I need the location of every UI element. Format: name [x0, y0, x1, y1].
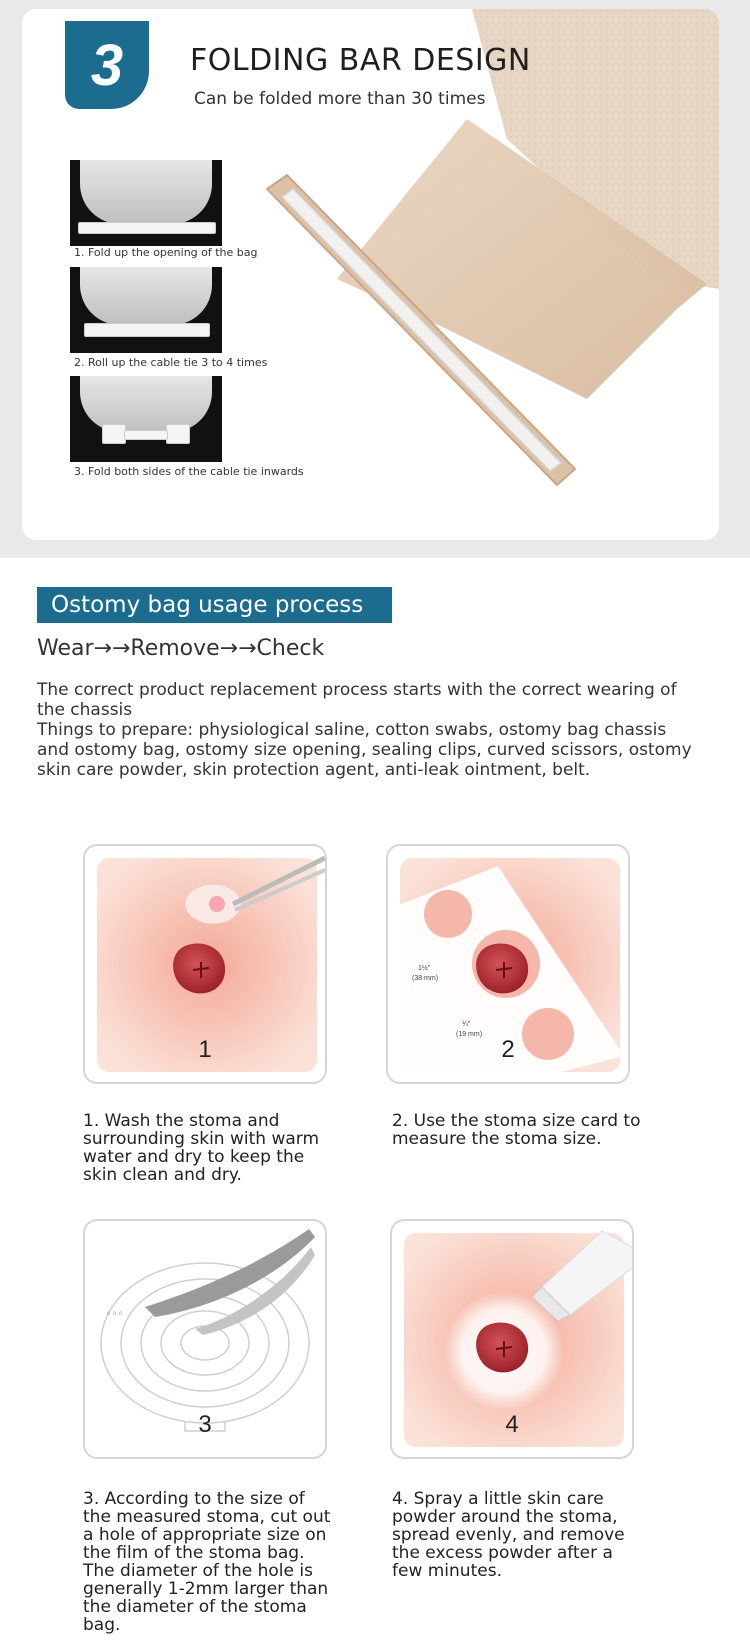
measure-illustration: 1½" (38 mm) ¾" (19 mm) — [396, 858, 624, 1078]
svg-text:ᵒ ᵒ ᵒ: ᵒ ᵒ ᵒ — [107, 1309, 123, 1319]
size-label-small-mm: (19 mm) — [456, 1031, 482, 1038]
step-text-3: 3. According to the size of the measured… — [83, 1489, 331, 1635]
fold-step-caption-3: 3. Fold both sides of the cable tie inwa… — [74, 465, 304, 478]
section-subtitle: Can be folded more than 30 times — [194, 89, 486, 109]
fold-step-caption-2: 2. Roll up the cable tie 3 to 4 times — [74, 356, 268, 369]
fold-step-photo-1 — [70, 160, 222, 246]
size-label-large-mm: (38 mm) — [412, 975, 438, 982]
size-label-large: 1½" — [418, 964, 431, 972]
step-card-1: 1 — [83, 844, 327, 1084]
process-intro: The correct product replacement process … — [37, 680, 697, 780]
step-text-2: 2. Use the stoma size card to measure th… — [392, 1111, 641, 1149]
intro-line-1: The correct product replacement process … — [37, 680, 677, 720]
step-text-1: 1. Wash the stoma and surrounding skin w… — [83, 1111, 320, 1185]
ostomy-bag-image — [265, 9, 719, 487]
folding-card: 3 FOLDING BAR DESIGN Can be folded more … — [22, 9, 719, 540]
step-badge: 3 — [65, 21, 149, 109]
step-number-2: 2 — [501, 1036, 515, 1063]
fold-step-photo-2 — [70, 267, 222, 353]
step-text-4: 4. Spray a little skin care powder aroun… — [392, 1489, 625, 1581]
step-number-3: 3 — [198, 1411, 212, 1438]
size-label-small: ¾" — [462, 1021, 471, 1028]
process-flow: Wear→→Remove→→Check — [37, 636, 325, 661]
fold-step-caption-1: 1. Fold up the opening of the bag — [74, 246, 258, 259]
section-title: FOLDING BAR DESIGN — [190, 43, 531, 78]
process-header: Ostomy bag usage process — [37, 587, 392, 623]
powder-illustration — [404, 1230, 632, 1447]
intro-line-2: Things to prepare: physiological saline,… — [37, 720, 692, 780]
wash-illustration — [97, 855, 325, 1072]
step-number-1: 1 — [198, 1036, 212, 1063]
step-card-2: 1½" (38 mm) ¾" (19 mm) 2 — [386, 844, 630, 1084]
step-card-4: 4 — [390, 1219, 634, 1459]
fold-step-photo-3 — [70, 376, 222, 462]
step-card-3: ᵒ ᵒ ᵒ 3 — [83, 1219, 327, 1459]
cut-illustration: ᵒ ᵒ ᵒ — [100, 1229, 315, 1432]
folding-section: 3 FOLDING BAR DESIGN Can be folded more … — [0, 0, 750, 558]
step-number-4: 4 — [505, 1411, 519, 1438]
